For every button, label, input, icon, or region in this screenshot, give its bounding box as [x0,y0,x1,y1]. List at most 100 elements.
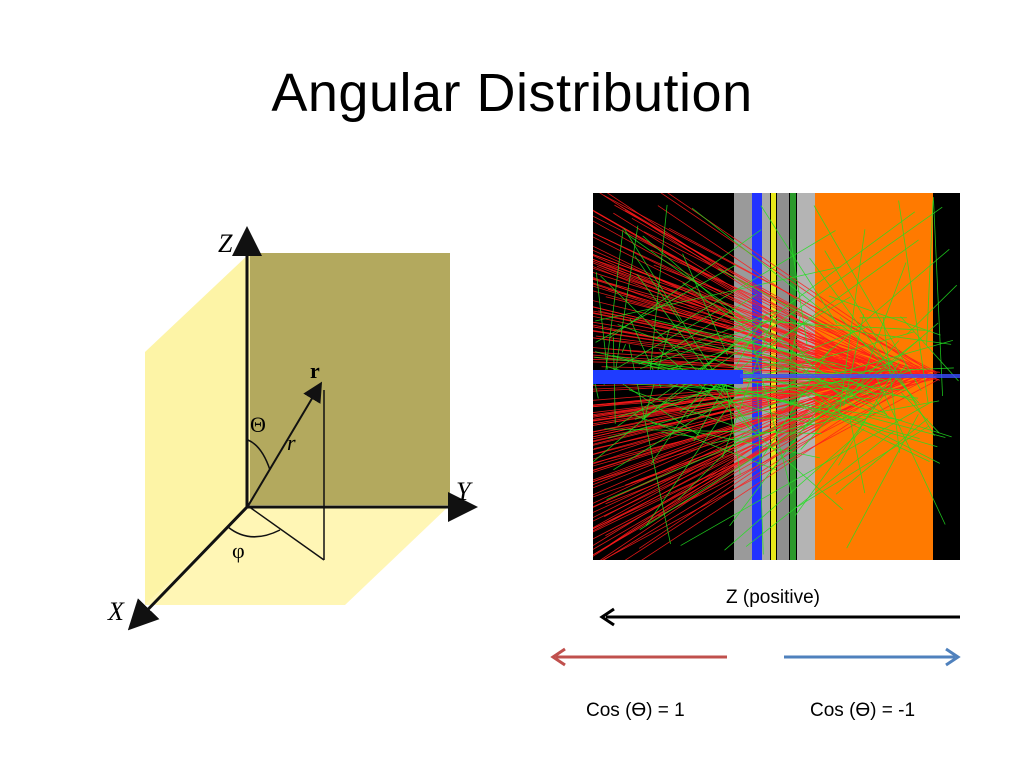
particle-track [680,401,933,546]
particle-track [624,378,904,560]
particle-track [760,205,838,325]
particle-track [593,378,894,426]
particle-track [849,419,866,494]
coordinate-diagram: Z Y X r r Θ φ [107,226,478,631]
particle-track [600,275,763,435]
particle-track [607,339,953,439]
cos-theta-negative-label: Cos (ϴ) = -1 [810,700,916,721]
particle-track [760,375,952,438]
particle-track [628,389,744,430]
particle-track [601,366,929,375]
particle-track [609,229,762,339]
particle-track [649,334,774,377]
particle-track [677,433,744,501]
particle-track [932,197,943,397]
particle-track [862,262,907,378]
particle-track [691,211,916,377]
particle-track [834,415,930,463]
particle-track [672,325,913,401]
particle-track [813,205,922,391]
particle-track [756,347,832,467]
particle-track [593,312,894,375]
particle-track [593,371,871,465]
z-axis-label: Z [218,229,233,258]
particle-track [604,428,822,434]
particle-track [722,317,774,458]
particle-track [793,425,930,510]
r-vector [247,381,323,507]
particle-track [593,372,938,483]
particle-track [729,400,825,527]
particle-track [724,428,865,551]
particle-track [614,225,639,378]
particle-track [781,376,829,412]
theta-label: Θ [250,412,266,437]
particle-track [593,379,865,546]
particle-track [730,319,926,331]
particle-track [593,262,864,373]
particle-track [800,340,900,450]
particle-track [593,278,927,373]
particle-track [809,257,918,404]
particle-track [828,295,941,336]
particle-track [593,249,874,375]
particle-track [900,316,959,382]
particle-track [634,326,869,420]
particle-track [645,387,742,527]
particle-track [595,272,608,370]
particle-track [593,267,908,373]
particle-track [876,377,946,525]
cos-positive-arrowhead [550,647,566,667]
particle-track [745,430,895,547]
particle-track [610,373,863,545]
particle-track [638,309,779,365]
particle-track [599,193,890,381]
particle-track [752,296,851,354]
simulation-image [593,193,960,560]
y-axis-label: Y [456,477,473,506]
cos-negative-arrowhead [945,647,961,667]
particle-track [827,379,860,401]
particle-track [593,258,885,381]
particle-track [655,230,836,339]
r-vector-bold-label: r [310,358,320,383]
back-plane [250,253,450,505]
direction-legend [550,607,961,667]
particle-track [593,209,876,374]
particle-track [752,341,793,494]
particle-track [789,316,801,364]
particle-track [691,207,895,367]
particle-track [650,378,710,465]
particle-track [595,266,842,322]
projection-floor [247,505,325,561]
particle-track [723,334,887,381]
particle-track [617,324,767,380]
particle-track [875,399,890,420]
particle-track [593,215,901,372]
phi-arc [227,526,281,538]
particle-track [926,200,934,346]
particle-track [603,229,624,386]
particle-track [641,373,925,560]
x-axis [127,504,250,631]
particle-track [595,264,737,343]
particle-track [607,348,931,374]
particle-track [593,376,906,540]
particle-track [593,370,891,489]
beam [593,370,743,384]
side-plane [145,253,250,605]
particle-track [593,259,937,378]
particle-track [604,308,722,376]
particle-track [717,268,828,328]
particle-track [593,290,887,374]
particle-track [640,317,780,369]
particle-track [843,314,865,407]
phi-label: φ [232,538,245,563]
particle-track [906,284,958,335]
particle-track [643,231,938,380]
particle-track [624,232,860,399]
particle-track [649,204,668,378]
z-positive-label: Z (positive) [726,587,820,608]
particle-track [839,229,866,414]
particle-track [593,337,741,463]
